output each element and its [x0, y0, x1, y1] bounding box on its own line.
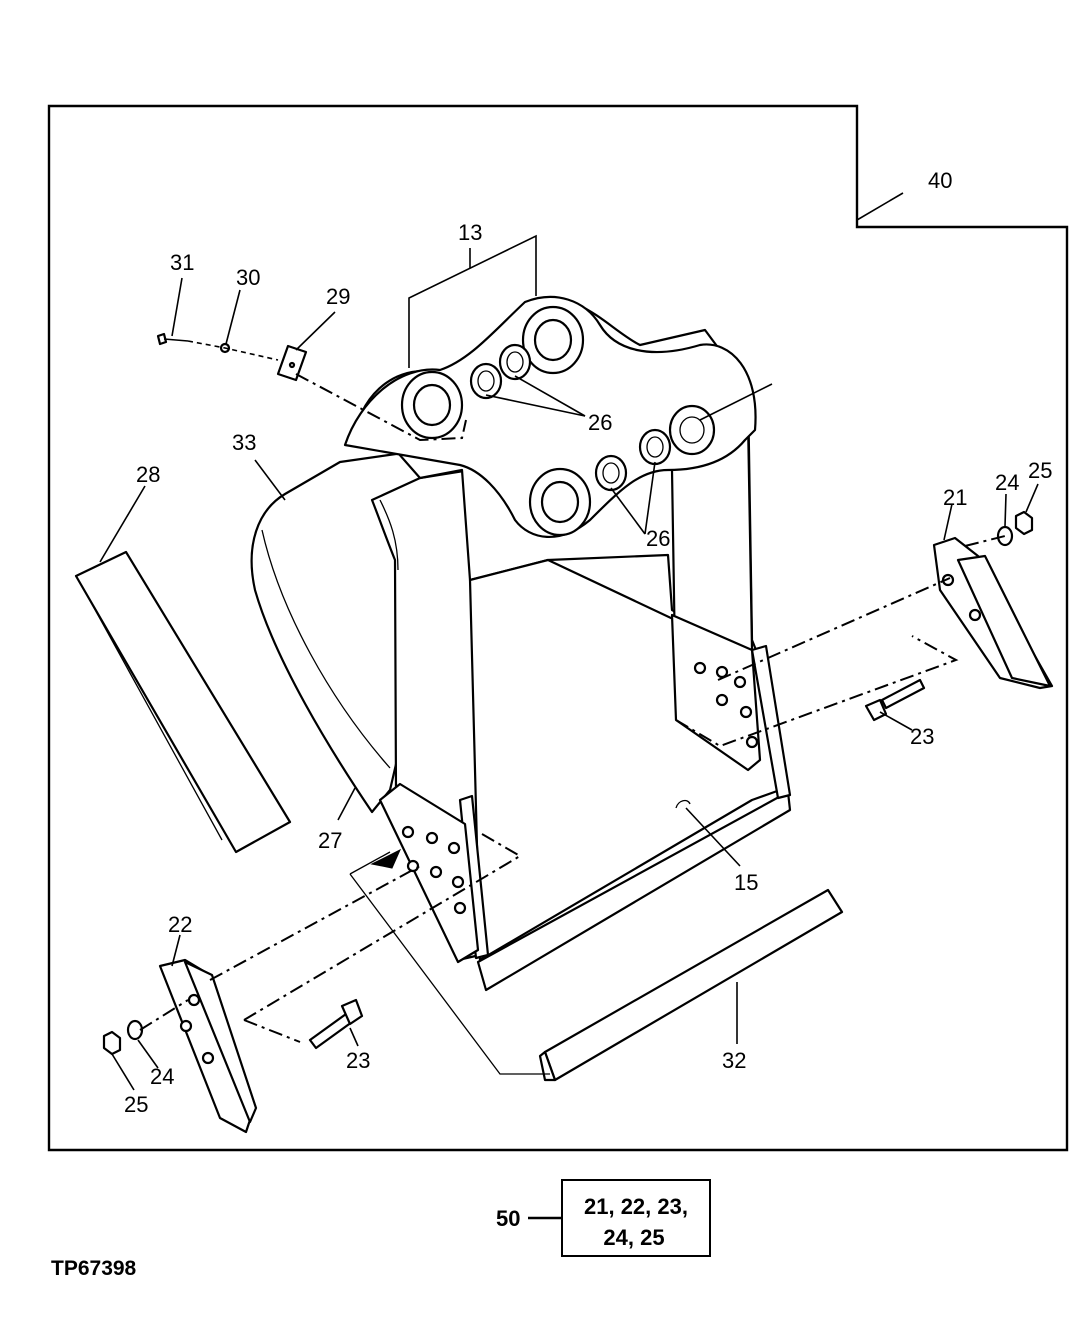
diagram-frame [47, 104, 1069, 1152]
side-cutter-21 [932, 536, 1054, 690]
callout-21: 21 [943, 485, 967, 510]
callout-13: 13 [458, 220, 482, 245]
bolt-23-left [308, 998, 364, 1050]
washer-24-right [996, 525, 1014, 547]
callout-22: 22 [168, 912, 192, 937]
right-corner-holes [693, 661, 759, 749]
callout-25-left: 25 [124, 1092, 148, 1117]
callout-32: 32 [722, 1048, 746, 1073]
callout-24-left: 24 [150, 1064, 174, 1089]
bolt-23-right [864, 678, 926, 722]
washer-24-left [126, 1019, 144, 1041]
callout-40: 40 [928, 168, 952, 193]
callout-24-right: 24 [995, 470, 1019, 495]
callout-30: 30 [236, 265, 260, 290]
bolt-31 [156, 332, 189, 346]
callout-25-right: 25 [1028, 458, 1052, 483]
mark-15 [675, 799, 691, 809]
callout-50: 50 [496, 1206, 520, 1231]
callout-29: 29 [326, 284, 350, 309]
assembly-lines [139, 340, 1006, 1075]
kit-group-50: 50 21, 22, 23, 24, 25 [496, 1179, 711, 1257]
callout-26-upper: 26 [588, 410, 612, 435]
callout-33: 33 [232, 430, 256, 455]
callout-31: 31 [170, 250, 194, 275]
arrow-icon [370, 848, 402, 869]
pin-plate-13 [343, 295, 773, 538]
pin-plate-29 [276, 344, 308, 382]
figure-id: TP67398 [51, 1257, 137, 1280]
callout-28: 28 [136, 462, 160, 487]
callout-15: 15 [734, 870, 758, 895]
bushing-26-upper [469, 343, 532, 400]
bushing-26-lower [594, 428, 672, 492]
kit-line-2: 24, 25 [603, 1225, 664, 1250]
callout-labels: 40 13 31 30 29 26 33 28 24 25 21 26 23 2… [124, 168, 1052, 1117]
kit-box [561, 1179, 711, 1257]
leader-lines [99, 234, 1039, 1091]
nut-25-left [102, 1030, 122, 1056]
side-plate-28 [74, 550, 292, 854]
nut-25-right [1014, 510, 1034, 536]
side-cutter-22 [158, 958, 258, 1134]
callout-27: 27 [318, 828, 342, 853]
callout-26-lower: 26 [646, 526, 670, 551]
callout-23-left: 23 [346, 1048, 370, 1073]
wear-strip-32 [538, 888, 844, 1082]
callout-23-right: 23 [910, 724, 934, 749]
left-corner-holes [401, 825, 467, 915]
kit-line-1: 21, 22, 23, [584, 1194, 688, 1219]
